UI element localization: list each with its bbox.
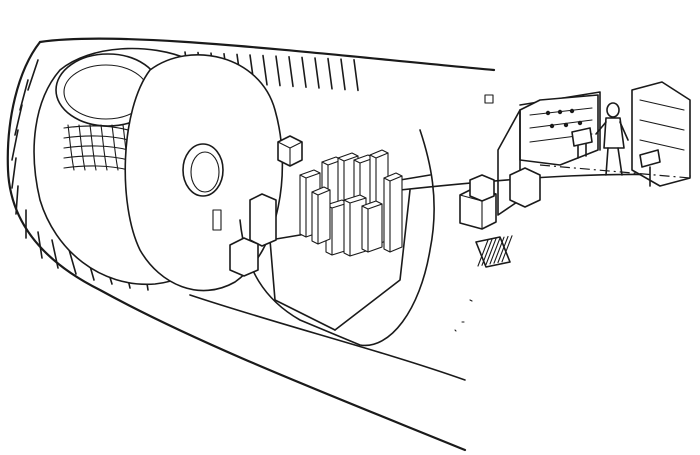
grid-parallel bbox=[63, 165, 129, 171]
rack-edge bbox=[361, 203, 383, 253]
window-slot-side bbox=[11, 129, 19, 161]
knob bbox=[563, 122, 569, 128]
window-slot-side bbox=[14, 104, 23, 136]
hatch-line bbox=[493, 236, 505, 264]
knob bbox=[569, 108, 575, 114]
grid-parallel bbox=[63, 145, 129, 151]
side-cylinder bbox=[229, 237, 259, 277]
room-cabinet bbox=[509, 167, 541, 208]
floor-plate-hatching bbox=[477, 235, 513, 267]
disk-port bbox=[182, 143, 224, 197]
floor-plate-outline bbox=[475, 236, 511, 268]
operator-seat bbox=[571, 127, 593, 147]
hull-outline bbox=[6, 37, 691, 452]
rack-edge bbox=[383, 175, 403, 253]
window-slot-top bbox=[353, 58, 359, 92]
figure-arms bbox=[595, 121, 629, 141]
figure-torso bbox=[603, 117, 625, 149]
rack-edge bbox=[343, 197, 367, 257]
deck-cargo bbox=[459, 94, 497, 230]
hatch-line bbox=[489, 237, 501, 265]
window-slot-top bbox=[340, 58, 346, 91]
grid-parallel bbox=[63, 155, 129, 161]
disk-port-inner bbox=[190, 151, 220, 193]
window-slot-top bbox=[288, 55, 294, 88]
window-slot-side bbox=[37, 231, 43, 259]
bay-right-wall bbox=[334, 189, 411, 331]
small-cube bbox=[484, 94, 494, 104]
window-slot-side bbox=[11, 157, 17, 189]
equipment-racks bbox=[299, 149, 403, 257]
window-slot-top bbox=[275, 55, 281, 87]
window-slot-top bbox=[301, 56, 307, 88]
cargo-box-2 bbox=[469, 174, 495, 202]
hatch-line bbox=[481, 238, 493, 266]
bulkhead-disk bbox=[124, 54, 284, 292]
knob bbox=[557, 109, 563, 115]
right-console-lines bbox=[639, 99, 685, 151]
disk-face bbox=[124, 54, 284, 292]
standing-figure bbox=[595, 102, 629, 176]
hull-top-edge bbox=[38, 37, 496, 72]
right-console bbox=[631, 81, 691, 187]
disk-latch bbox=[212, 209, 222, 231]
rack-unit bbox=[361, 200, 383, 253]
side-stack bbox=[249, 193, 277, 247]
grid-parallel bbox=[63, 135, 129, 141]
window-slot-side bbox=[51, 239, 59, 269]
grid-parallel bbox=[63, 125, 129, 131]
control-room bbox=[497, 81, 691, 216]
knob bbox=[545, 110, 551, 116]
bay-left-wall bbox=[269, 239, 336, 331]
window-slot-top bbox=[327, 57, 333, 90]
knob bbox=[577, 120, 583, 126]
hatch-line bbox=[497, 235, 509, 264]
hatched-floor-plate bbox=[475, 235, 513, 268]
window-slot-top bbox=[262, 54, 268, 86]
stool-seat bbox=[639, 149, 661, 168]
rack-edge bbox=[311, 189, 331, 245]
knob bbox=[549, 123, 555, 129]
bay-cutaway-curve bbox=[239, 129, 435, 347]
equipment-bay bbox=[229, 129, 435, 347]
faint-marks bbox=[454, 299, 473, 332]
hull-left-sweep bbox=[6, 40, 467, 452]
seat-legs bbox=[577, 143, 587, 159]
window-slot-side bbox=[15, 185, 19, 215]
floor-centerline bbox=[539, 164, 691, 179]
rack-unit bbox=[383, 172, 403, 253]
window-slot-side bbox=[27, 59, 39, 91]
hull-lower-floor-line bbox=[189, 294, 466, 381]
rack-edge bbox=[299, 172, 321, 238]
console-knobs bbox=[545, 108, 583, 129]
floating-box-edges bbox=[277, 141, 303, 167]
figure-head bbox=[606, 102, 620, 118]
hatch-line bbox=[477, 239, 489, 267]
hatch-line bbox=[501, 235, 513, 263]
hatch-line bbox=[485, 238, 497, 266]
speck-marks bbox=[454, 299, 473, 332]
window-slot-top bbox=[314, 57, 320, 89]
rack-unit bbox=[311, 186, 331, 245]
